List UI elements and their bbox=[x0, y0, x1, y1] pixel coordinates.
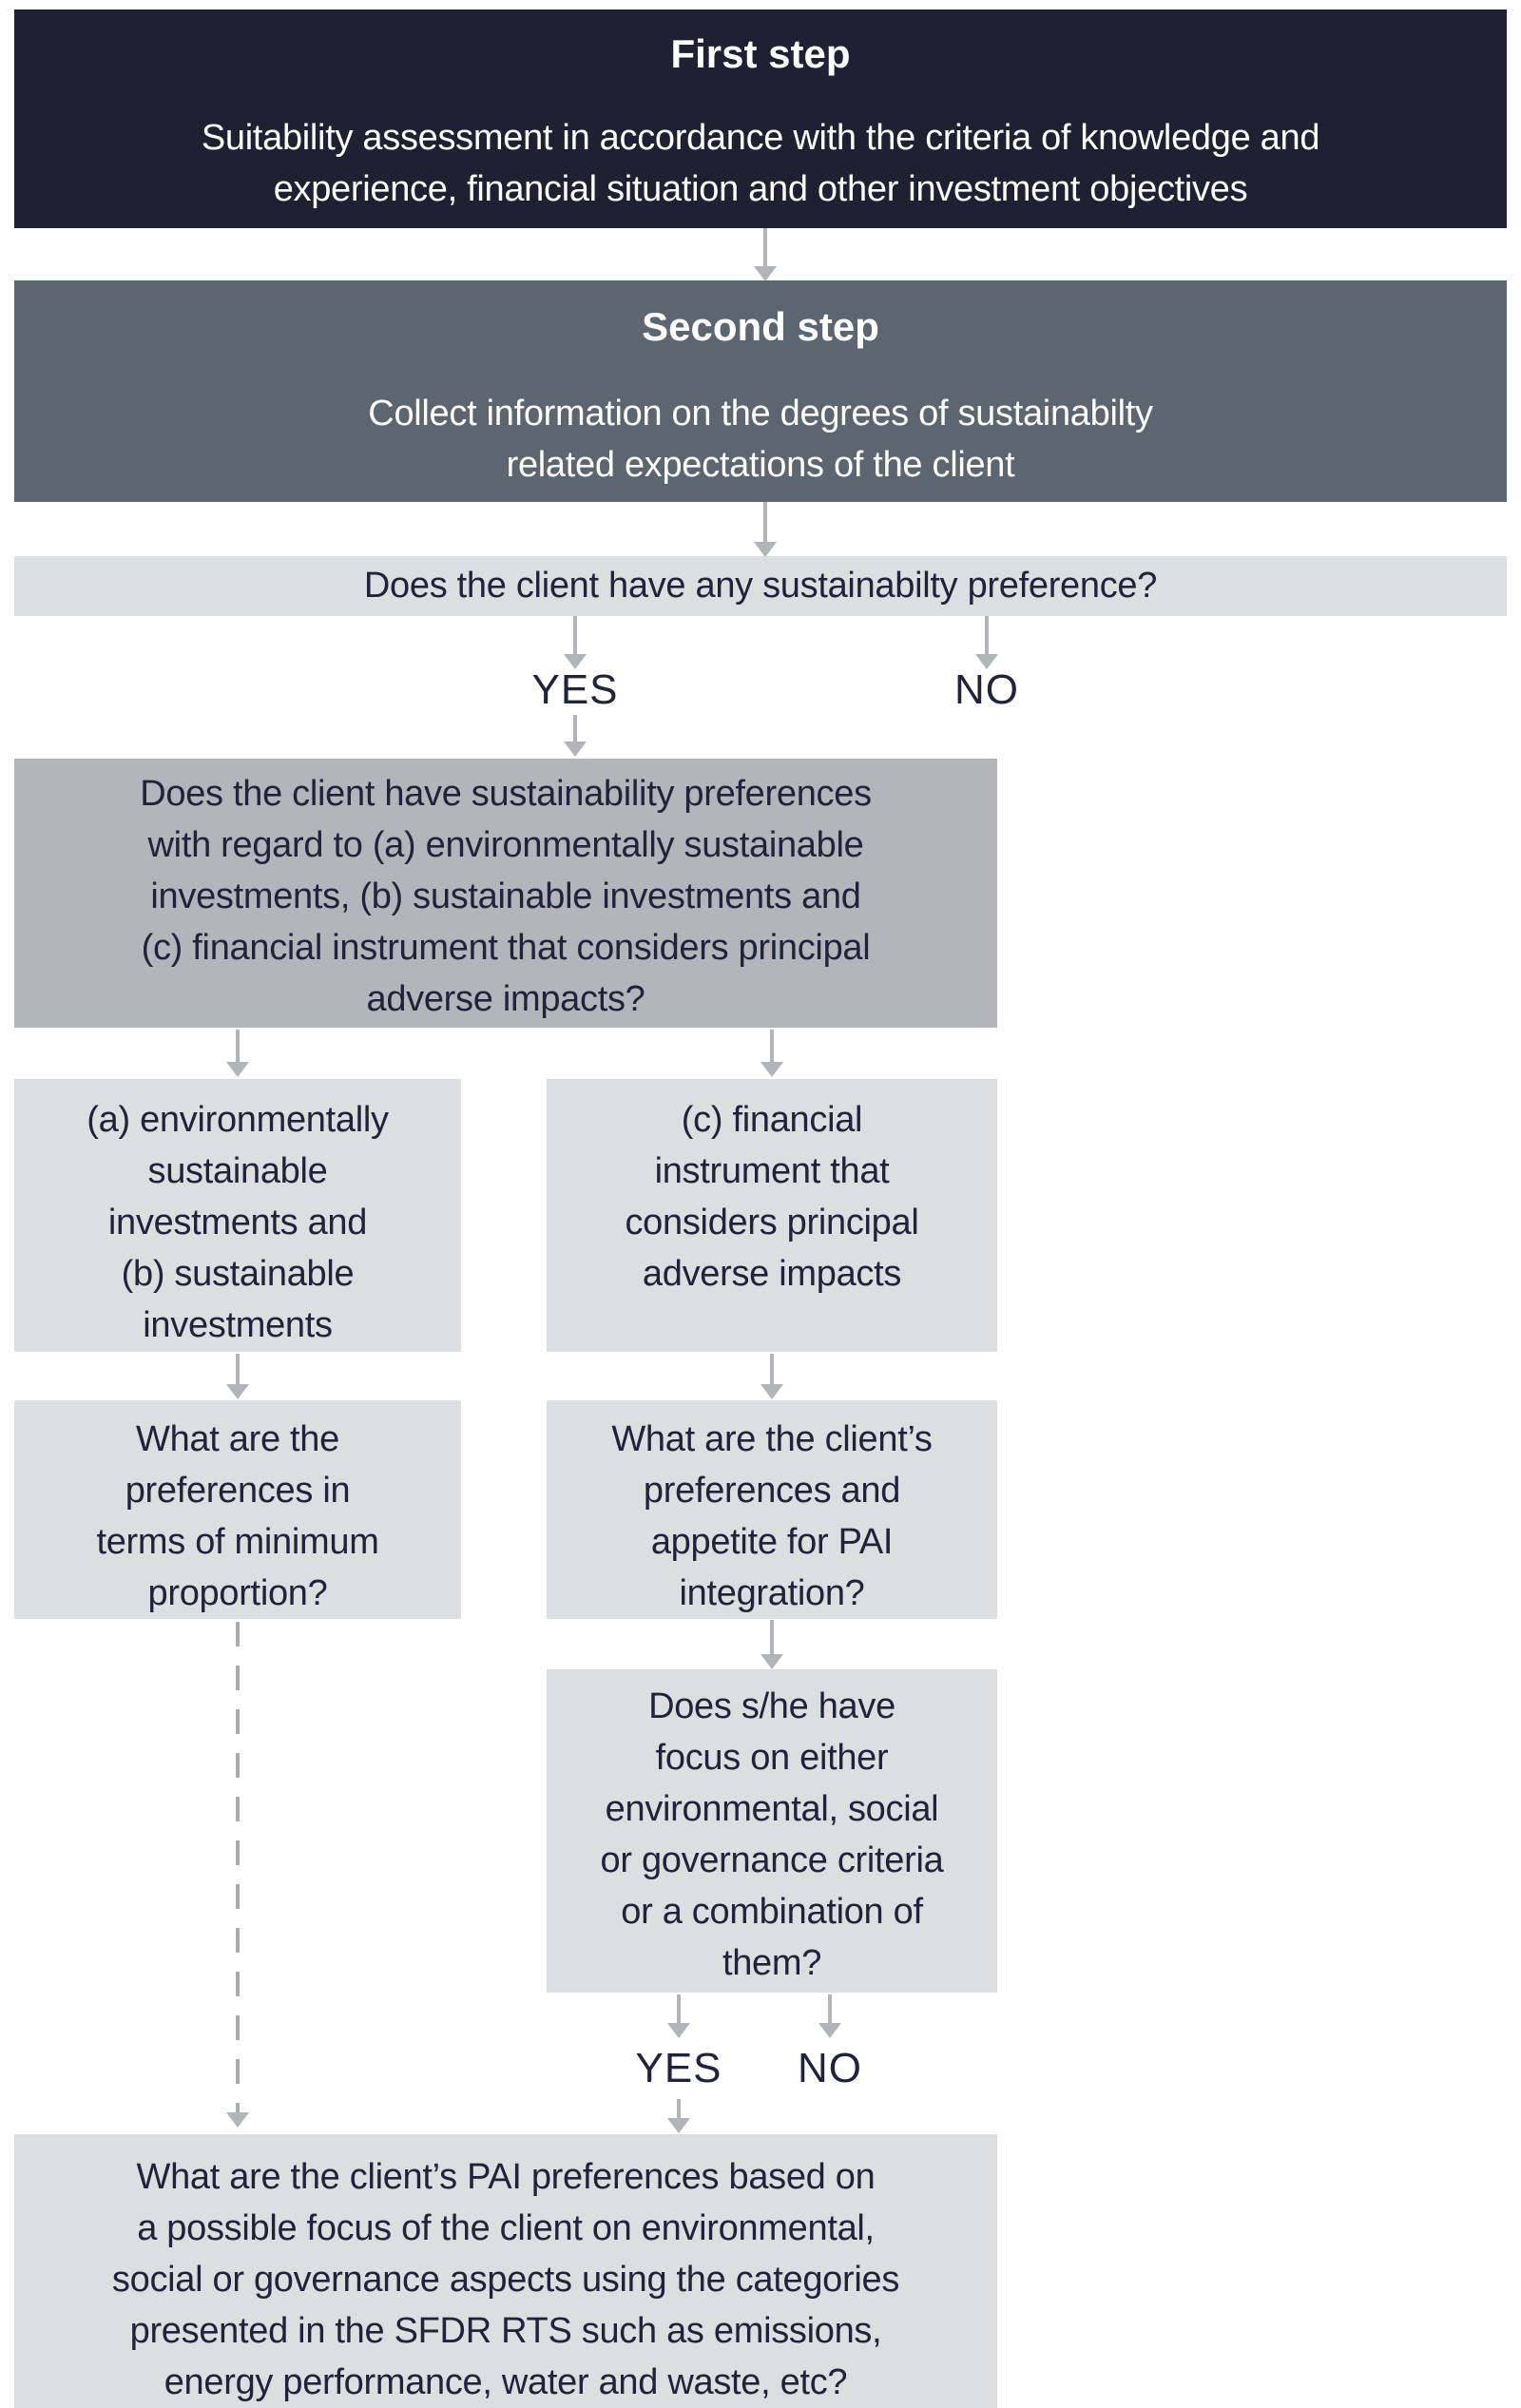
arrow-branch-c-to-appetite bbox=[770, 1354, 774, 1384]
pai-categories-question-box: What are the client’s PAI preferences ba… bbox=[14, 2134, 997, 2408]
min-proportion-question-box: What are the preferences in terms of min… bbox=[14, 1400, 461, 1619]
arrow-question-to-yes bbox=[573, 616, 577, 654]
arrow-yes-to-pai-categories bbox=[677, 2099, 681, 2118]
pai-appetite-question-text: What are the client’s preferences and ap… bbox=[611, 1419, 933, 1613]
preference-detail-question-box: Does the client have sustainability pref… bbox=[14, 759, 997, 1028]
branch-c-box: (c) financial instrument that considers … bbox=[547, 1079, 997, 1352]
any-preference-question-text: Does the client have any sustainabilty p… bbox=[363, 566, 1158, 606]
pai-appetite-question-box: What are the client’s preferences and ap… bbox=[547, 1400, 997, 1619]
first-step-title: First step bbox=[670, 31, 851, 76]
dashed-arrow-proportion-to-pai-categories bbox=[236, 1622, 240, 2112]
yes-label-first-decision: YES bbox=[531, 666, 619, 713]
second-step-description: Collect information on the degrees of su… bbox=[368, 394, 1153, 485]
branch-ab-box: (a) environmentally sustainable investme… bbox=[14, 1079, 461, 1352]
arrow-second-to-question bbox=[763, 502, 767, 542]
yes-label-second-decision: YES bbox=[635, 2045, 722, 2091]
arrow-detail-to-branch-ab bbox=[236, 1030, 240, 1062]
esg-focus-question-text: Does s/he have focus on either environme… bbox=[600, 1686, 944, 1983]
arrow-esg-to-yes bbox=[677, 1994, 681, 2023]
arrow-question-to-no bbox=[985, 616, 989, 654]
any-preference-question-box: Does the client have any sustainabilty p… bbox=[14, 556, 1507, 616]
second-step-box: Second step Collect information on the d… bbox=[14, 280, 1507, 502]
arrow-first-to-second bbox=[763, 228, 767, 266]
first-step-box: First step Suitability assessment in acc… bbox=[14, 10, 1507, 228]
first-step-description: Suitability assessment in accordance wit… bbox=[201, 118, 1320, 209]
branch-ab-text: (a) environmentally sustainable investme… bbox=[87, 1100, 389, 1345]
min-proportion-question-text: What are the preferences in terms of min… bbox=[96, 1419, 379, 1613]
pai-categories-question-text: What are the client’s PAI preferences ba… bbox=[111, 2157, 900, 2402]
no-label-first-decision: NO bbox=[954, 666, 1019, 713]
no-label-second-decision: NO bbox=[798, 2045, 862, 2091]
arrow-appetite-to-esg-focus bbox=[770, 1620, 774, 1654]
second-step-title: Second step bbox=[642, 304, 879, 349]
esg-focus-question-box: Does s/he have focus on either environme… bbox=[547, 1669, 997, 1993]
branch-c-text: (c) financial instrument that considers … bbox=[625, 1100, 919, 1294]
preference-detail-question-text: Does the client have sustainability pref… bbox=[140, 774, 872, 1019]
arrow-esg-to-no bbox=[828, 1994, 832, 2023]
arrow-yes-to-detail-question bbox=[573, 715, 577, 742]
arrow-detail-to-branch-c bbox=[770, 1030, 774, 1062]
arrow-branch-ab-to-proportion bbox=[236, 1354, 240, 1384]
